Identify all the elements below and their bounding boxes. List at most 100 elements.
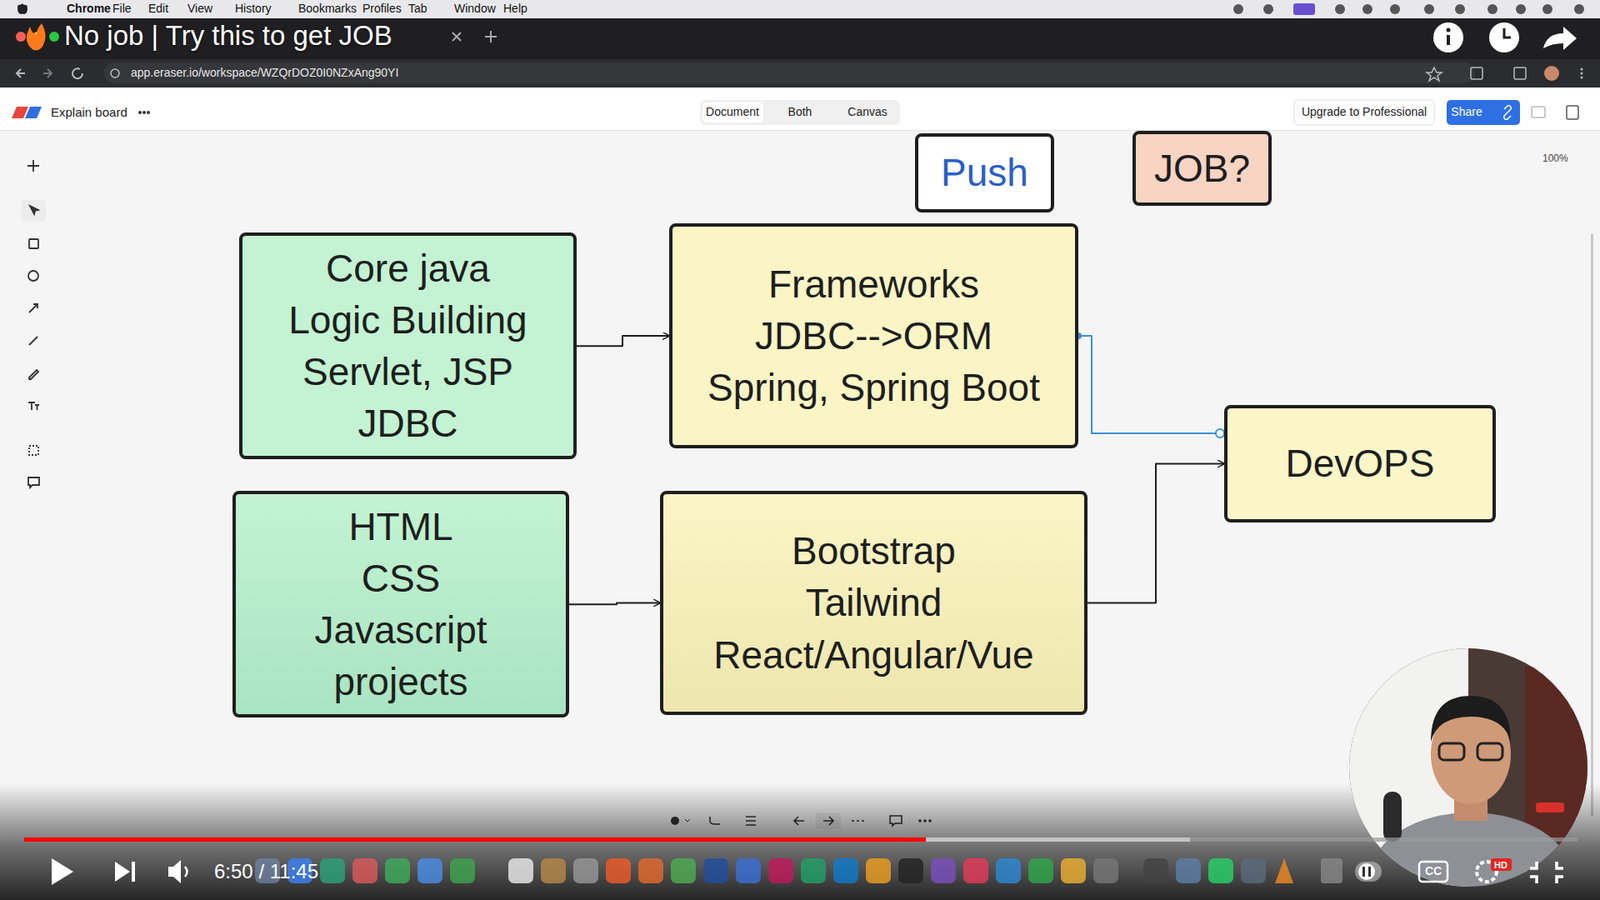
- dock-icons: [768, 858, 794, 884]
- tab-strip: [452, 32, 461, 41]
- tab-strip: [49, 31, 60, 42]
- dock-icons: [1143, 858, 1169, 884]
- player-controls: [1362, 866, 1365, 877]
- side-toolbar: [28, 270, 39, 281]
- app-toolbar: [138, 110, 142, 115]
- dock-icons: [540, 858, 566, 884]
- dock-icons: [638, 858, 664, 884]
- video-title: No job | Try this to get JOB: [64, 20, 393, 52]
- player-controls: [1530, 861, 1564, 884]
- ui-label: Edit: [148, 2, 169, 15]
- ui-label: Explain board: [50, 105, 128, 120]
- app-toolbar: [1531, 106, 1545, 118]
- address-bar: [110, 69, 120, 78]
- box-text: Servlet, JSP: [302, 345, 514, 398]
- dock-icons: [963, 858, 989, 884]
- webcam-circle: [1430, 695, 1511, 742]
- address-bar: [104, 62, 1475, 84]
- player-controls: [51, 858, 74, 885]
- address-bar: [1514, 67, 1526, 80]
- tab-strip: [0, 18, 1600, 60]
- menu-bar: [1390, 4, 1400, 15]
- menu-bar: [1515, 4, 1526, 15]
- side-toolbar: [29, 445, 39, 455]
- menu-bar: [1487, 4, 1498, 15]
- address-bar: [0, 59, 1600, 88]
- address-bar: [1544, 65, 1560, 81]
- player-controls: [1419, 861, 1448, 882]
- dock-icons: [385, 858, 410, 884]
- dock-icons: [670, 858, 696, 884]
- process-box: DevOPS: [1224, 405, 1496, 523]
- process-box: JOB?: [1132, 130, 1272, 206]
- ui-label: 100%: [1542, 153, 1569, 165]
- tab-strip: [26, 23, 46, 50]
- dock-icons: [417, 858, 443, 884]
- side-toolbar: [28, 477, 40, 488]
- dock-icons: [1060, 858, 1086, 884]
- connector: [569, 603, 660, 605]
- dock-icons: [1175, 858, 1201, 884]
- tab-strip: [15, 31, 26, 42]
- connector-group: [569, 603, 660, 605]
- dock-icons: [865, 858, 891, 884]
- box-text: JOB?: [1154, 142, 1250, 195]
- tab-strip: [1446, 35, 1450, 45]
- webcam-circle: [1349, 648, 1592, 900]
- progress-bar: [24, 837, 1578, 842]
- process-box: HTMLCSSJavascriptprojects: [232, 490, 570, 718]
- box-text: Javascript: [314, 604, 487, 656]
- webcam-circle: [1383, 791, 1402, 842]
- progress-bar: [24, 837, 926, 842]
- menu-bar: [17, 4, 28, 15]
- dock-icons: [573, 858, 599, 884]
- ui-label: Both: [788, 105, 813, 119]
- box-text: Frameworks: [768, 258, 980, 310]
- webcam-circle: [1535, 802, 1565, 813]
- app-toolbar: [1504, 105, 1512, 120]
- tab-strip: [1446, 28, 1451, 33]
- dock-icons: [735, 858, 761, 884]
- app-toolbar: [142, 110, 146, 115]
- address-bar: [1580, 68, 1584, 71]
- process-box: Push: [915, 133, 1055, 213]
- menu-bar: [1362, 4, 1373, 15]
- box-text: Tailwind: [805, 576, 943, 629]
- app-toolbar: [1294, 100, 1435, 125]
- menu-bar: [1263, 4, 1274, 15]
- address-bar: [1580, 76, 1584, 80]
- dock-icons: [995, 858, 1021, 884]
- dock-icons: [255, 858, 280, 884]
- box-text: Push: [940, 146, 1029, 199]
- ui-label: View: [187, 2, 213, 15]
- box-text: projects: [333, 655, 468, 708]
- tab-strip: [1504, 28, 1511, 38]
- menu-bar: [1455, 4, 1465, 15]
- box-text: DevOPS: [1285, 437, 1435, 490]
- ui-label: Share: [1450, 105, 1482, 119]
- app-toolbar: [25, 106, 42, 119]
- app-toolbar: [0, 130, 1600, 131]
- app-toolbar: [0, 87, 1600, 131]
- webcam-circle: [1439, 743, 1465, 760]
- box-text: Spring, Spring Boot: [707, 361, 1040, 414]
- address-bar: [72, 68, 83, 79]
- player-controls: [1358, 863, 1375, 880]
- side-toolbar: [28, 402, 40, 410]
- menu-bar: [1293, 3, 1315, 15]
- menu-bar: [1542, 4, 1553, 15]
- tab-strip: [485, 30, 497, 43]
- ui-label: History: [235, 2, 272, 15]
- dock-icons: [287, 858, 313, 884]
- ui-label: File: [112, 2, 132, 15]
- player-controls: [115, 861, 130, 882]
- dock-icons: [833, 858, 859, 884]
- ui-label: 6:50 / 11:45: [214, 860, 319, 883]
- dock-icons: [255, 858, 1343, 884]
- address-bar: [16, 69, 25, 78]
- dock-icons: [605, 858, 631, 884]
- dock-icons: [508, 858, 534, 884]
- progress-bar: [24, 837, 1190, 842]
- dock-icons: [800, 858, 826, 884]
- dock-icons: [898, 858, 924, 884]
